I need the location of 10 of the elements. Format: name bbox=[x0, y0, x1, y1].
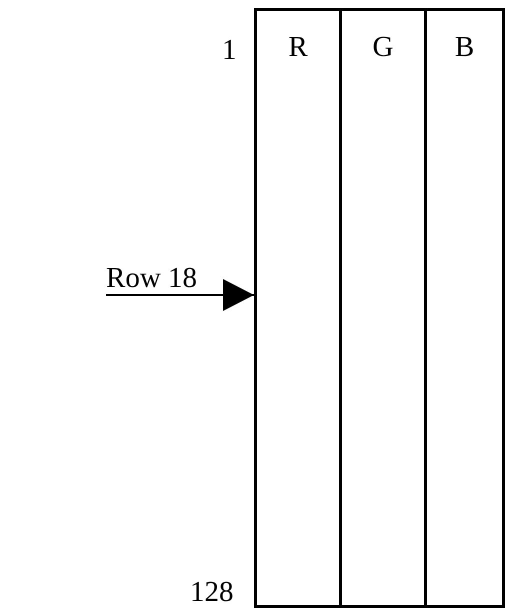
arrow bbox=[106, 279, 254, 311]
row-number: 128 bbox=[190, 576, 234, 609]
channel-column bbox=[424, 8, 505, 608]
channel-column bbox=[254, 8, 342, 608]
row-number: 1 bbox=[222, 34, 236, 67]
channel-label: R bbox=[288, 31, 308, 64]
row-label: Row 18 bbox=[106, 262, 198, 294]
channel-column bbox=[339, 8, 427, 608]
channel-label: G bbox=[372, 31, 394, 64]
channel-label: B bbox=[454, 31, 474, 64]
